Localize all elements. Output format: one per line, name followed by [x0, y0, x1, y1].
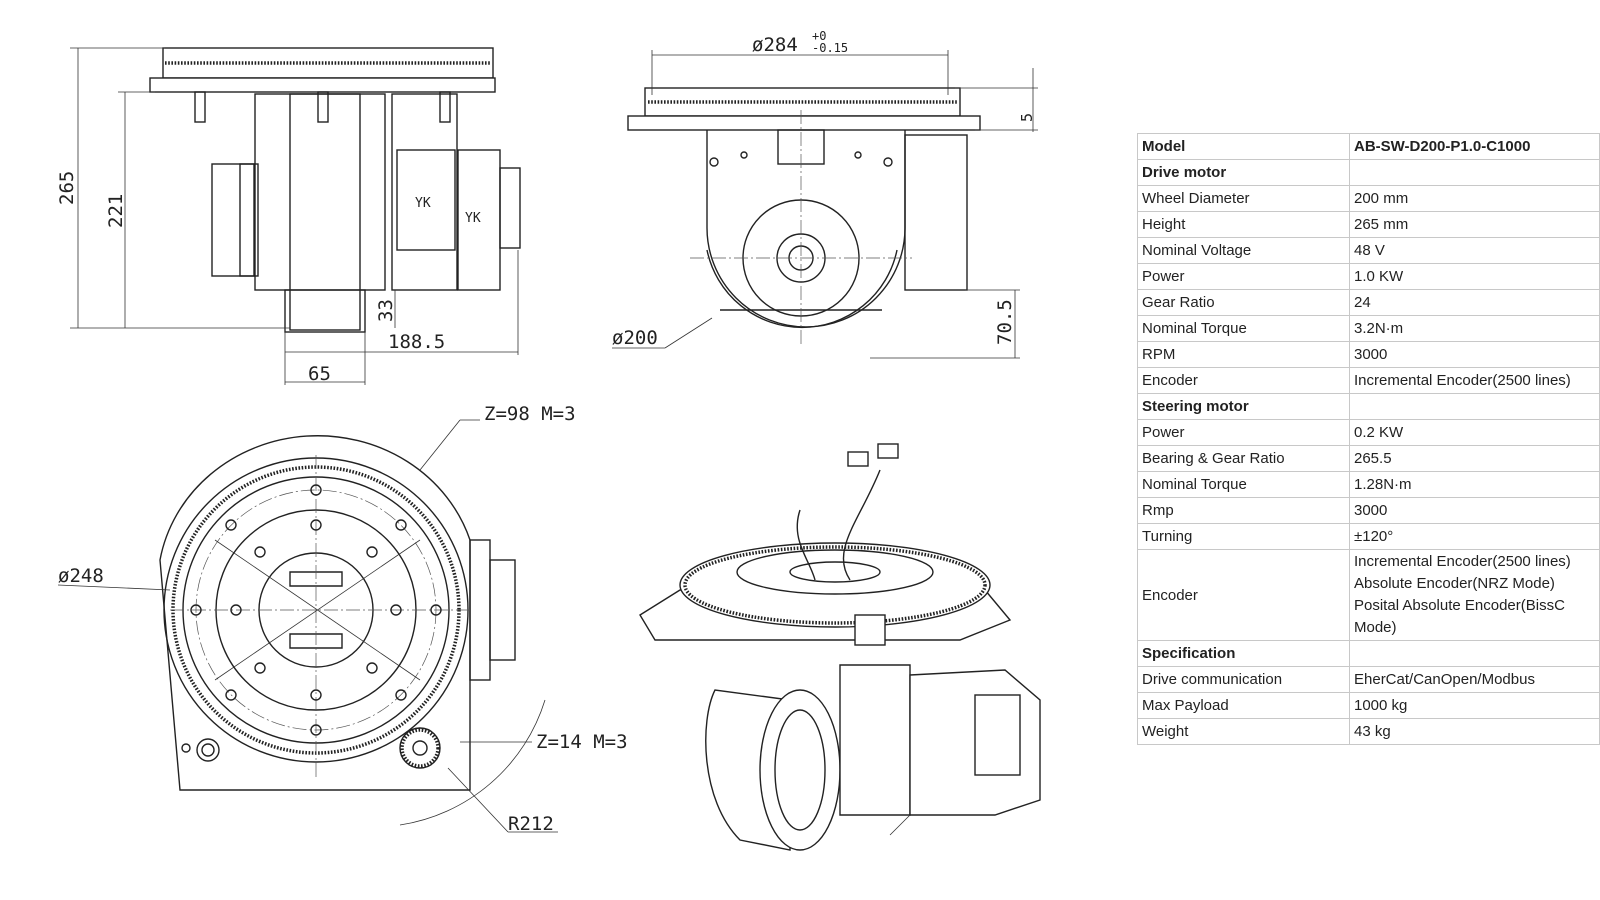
dim-5: 5 [1018, 113, 1036, 122]
spec-value: Incremental Encoder(2500 lines) [1349, 367, 1600, 394]
spec-value: AB-SW-D200-P1.0-C1000 [1349, 133, 1600, 160]
spec-label: Turning [1137, 523, 1350, 550]
label-gear-z14: Z=14 M=3 [536, 731, 628, 753]
spec-label: Encoder [1137, 549, 1350, 641]
spec-label: Nominal Torque [1137, 471, 1350, 498]
spec-label: Nominal Voltage [1137, 237, 1350, 264]
spec-label: Power [1137, 419, 1350, 446]
spec-label: Height [1137, 211, 1350, 238]
front-view-drawing: ø284 +0 -0.15 5 70.5 ø200 [612, 29, 1038, 359]
spec-value: 200 mm [1349, 185, 1600, 212]
dim-70-5: 70.5 [994, 299, 1016, 345]
dim-33: 33 [375, 299, 397, 322]
spec-label: Wheel Diameter [1137, 185, 1350, 212]
spec-value-line: Mode) [1354, 619, 1397, 636]
spec-value: 3.2N·m [1349, 315, 1600, 342]
spec-value: 48 V [1349, 237, 1600, 264]
spec-value-line: Absolute Encoder(NRZ Mode) [1354, 575, 1555, 592]
motor-label-1: YK [415, 196, 431, 211]
spec-value: 24 [1349, 289, 1600, 316]
spec-label: Rmp [1137, 497, 1350, 524]
spec-label: Drive communication [1137, 666, 1350, 693]
spec-value-line: Posital Absolute Encoder(BissC [1354, 597, 1565, 614]
spec-value: 265.5 [1349, 445, 1600, 472]
spec-label: RPM [1137, 341, 1350, 368]
spec-label: Power [1137, 263, 1350, 290]
isometric-product-drawing [639, 443, 1041, 851]
spec-value: 43 kg [1349, 718, 1600, 745]
section-row: Specification [1137, 640, 1600, 667]
dim-65: 65 [308, 363, 331, 385]
dim-tolerance-plus: +0 [812, 29, 826, 43]
spec-label: Max Payload [1137, 692, 1350, 719]
spec-value: 1.28N·m [1349, 471, 1600, 498]
spec-value: 3000 [1349, 497, 1600, 524]
dim-r212: R212 [508, 813, 554, 835]
spec-value: EherCat/CanOpen/Modbus [1349, 666, 1600, 693]
label-gear-z98: Z=98 M=3 [484, 403, 576, 425]
spec-label: Gear Ratio [1137, 289, 1350, 316]
spec-label: Bearing & Gear Ratio [1137, 445, 1350, 472]
section-row: Steering motor [1137, 393, 1600, 420]
dim-dia-284: ø284 [752, 34, 798, 56]
spec-value [1349, 159, 1600, 186]
spec-label: Specification [1137, 640, 1350, 667]
spec-value: 0.2 KW [1349, 419, 1600, 446]
motor-label-2: YK [465, 211, 481, 226]
dim-height-265: 265 [56, 171, 78, 205]
spec-label: Nominal Torque [1137, 315, 1350, 342]
spec-value: 265 mm [1349, 211, 1600, 238]
section-row: Drive motor [1137, 159, 1600, 186]
spec-label: Weight [1137, 718, 1350, 745]
dim-dia-200: ø200 [612, 327, 658, 349]
dim-dia-248: ø248 [58, 565, 104, 587]
spec-value [1349, 393, 1600, 420]
spec-value: ±120° [1349, 523, 1600, 550]
spec-value: Incremental Encoder(2500 lines) Absolute … [1349, 549, 1600, 641]
spec-label: Steering motor [1137, 393, 1350, 420]
spec-row: Turning±120° [1137, 523, 1600, 550]
spec-value: 1.0 KW [1349, 263, 1600, 290]
dim-height-221: 221 [105, 194, 127, 228]
technical-drawing: YK YK 265 221 33 188.5 65 [56, 29, 1041, 851]
spec-label: Encoder [1137, 367, 1350, 394]
spec-value: 1000 kg [1349, 692, 1600, 719]
plan-view-drawing: Z=98 M=3 ø248 Z=14 M=3 R212 [57, 403, 628, 835]
side-view-drawing: YK YK 265 221 33 188.5 65 [56, 47, 521, 385]
spec-value [1349, 640, 1600, 667]
spec-label: Drive motor [1137, 159, 1350, 186]
spec-value: 3000 [1349, 341, 1600, 368]
spec-value-line: Incremental Encoder(2500 lines) [1354, 553, 1571, 570]
spec-label: Model [1137, 133, 1350, 160]
dim-188-5: 188.5 [388, 331, 445, 353]
dim-tolerance-minus: -0.15 [812, 41, 848, 55]
